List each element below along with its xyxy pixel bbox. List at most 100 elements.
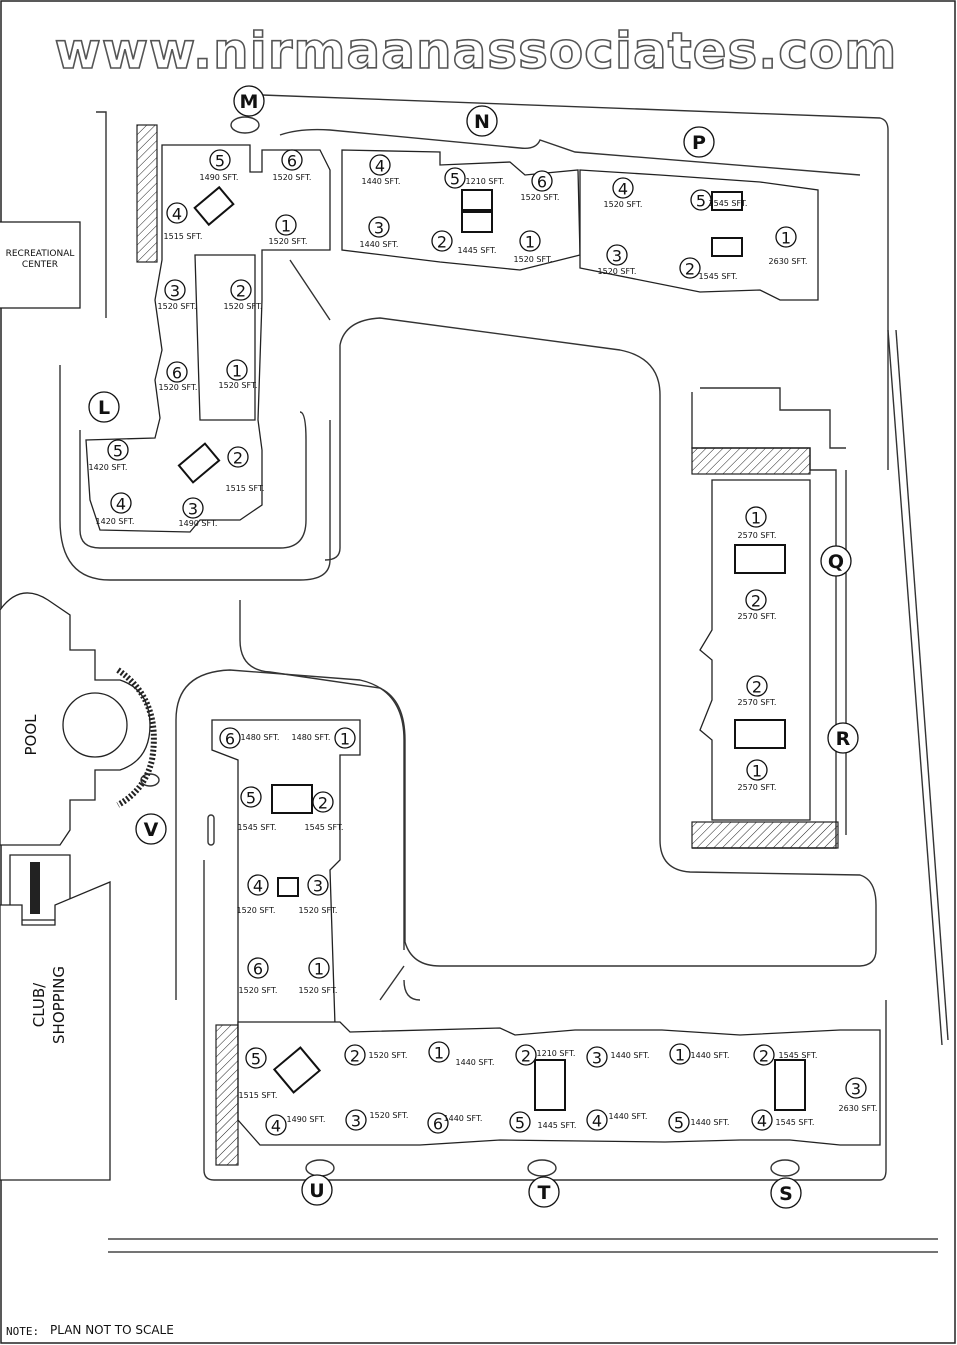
building-footprints bbox=[85, 144, 881, 1146]
unit-number-circle bbox=[245, 1047, 267, 1069]
unit-number-circle bbox=[312, 791, 334, 813]
unit-area: 1490 SFT. bbox=[200, 173, 239, 182]
unit-number: 1 bbox=[232, 362, 242, 381]
unit-number: 5 bbox=[215, 152, 225, 171]
unit-number: 1 bbox=[525, 233, 535, 252]
unit-area: 1440 SFT. bbox=[609, 1112, 648, 1121]
unit-number: 4 bbox=[271, 1117, 281, 1136]
block-circle bbox=[827, 722, 859, 754]
unit-number-circle bbox=[247, 957, 269, 979]
watermark: www.nirmaanassociates.com bbox=[55, 22, 898, 80]
unit-number-circle bbox=[431, 230, 453, 252]
unit-area: 2570 SFT. bbox=[738, 531, 777, 540]
unit-number-circle bbox=[679, 257, 701, 279]
block-label-l: L bbox=[88, 391, 120, 423]
unit-area: 1545 SFT. bbox=[238, 823, 277, 832]
unit-area: 1210 SFT. bbox=[466, 177, 505, 186]
unit-area: 1520 SFT. bbox=[219, 381, 258, 390]
unit-area: 1420 SFT. bbox=[96, 517, 135, 526]
unit-number-circle bbox=[845, 1077, 867, 1099]
unit-area: 1520 SFT. bbox=[514, 255, 553, 264]
unit-number: 2 bbox=[236, 282, 246, 301]
unit-number: 6 bbox=[433, 1115, 443, 1134]
unit-area: 1440 SFT. bbox=[444, 1114, 483, 1123]
unit-n-6: 1 1520 SFT. bbox=[514, 230, 553, 264]
unit-number-circle bbox=[428, 1041, 450, 1063]
unit-number: 3 bbox=[170, 282, 180, 301]
unit-number-circle bbox=[209, 149, 231, 171]
unit-number: 2 bbox=[685, 260, 695, 279]
unit-area: 1545 SFT. bbox=[779, 1051, 818, 1060]
block-letter: N bbox=[474, 111, 490, 133]
unit-number-circle bbox=[240, 786, 262, 808]
recreational-center-label-1: RECREATIONAL bbox=[6, 249, 75, 259]
unit-number: 1 bbox=[281, 217, 291, 236]
unit-number: 5 bbox=[696, 192, 706, 211]
unit-number-circle bbox=[166, 202, 188, 224]
unit-area: 1545 SFT. bbox=[776, 1118, 815, 1127]
unit-area: 1440 SFT. bbox=[362, 177, 401, 186]
unit-number: 3 bbox=[851, 1080, 861, 1099]
unit-area: 1490 SFT. bbox=[179, 519, 218, 528]
unit-number: 1 bbox=[675, 1046, 685, 1065]
block-letter: T bbox=[538, 1182, 551, 1204]
unit-area: 1440 SFT. bbox=[456, 1058, 495, 1067]
unit-number-circle bbox=[751, 1109, 773, 1131]
block-label-v: V bbox=[135, 813, 167, 845]
unit-number: 2 bbox=[233, 449, 243, 468]
recreational-center: RECREATIONAL CENTER bbox=[0, 221, 81, 309]
block-label-p: P bbox=[683, 126, 715, 158]
unit-number: 5 bbox=[246, 789, 256, 808]
block-label-n: N bbox=[466, 105, 498, 137]
unit-number-circle bbox=[669, 1043, 691, 1065]
block-circle bbox=[233, 85, 265, 117]
unit-area: 2570 SFT. bbox=[738, 612, 777, 621]
unit-area: 1515 SFT. bbox=[239, 1091, 278, 1100]
unit-number: 3 bbox=[313, 877, 323, 896]
unit-number-circle bbox=[745, 506, 767, 528]
unit-area: 1480 SFT. bbox=[292, 733, 331, 742]
unit-number: 1 bbox=[781, 229, 791, 248]
unit-area: 1445 SFT. bbox=[538, 1121, 577, 1130]
club-shopping: CLUB/ SHOPPING bbox=[0, 881, 111, 1181]
block-letter: P bbox=[692, 132, 706, 154]
unit-number-circle bbox=[444, 167, 466, 189]
note-label: NOTE: bbox=[6, 1325, 39, 1338]
unit-number: 2 bbox=[751, 592, 761, 611]
unit-area: 1440 SFT. bbox=[360, 240, 399, 249]
unit-number-circle bbox=[265, 1114, 287, 1136]
unit-v-3: 5 1545 SFT. bbox=[238, 786, 277, 832]
unit-number-circle bbox=[275, 214, 297, 236]
unit-number: 3 bbox=[612, 247, 622, 266]
unit-number-circle bbox=[334, 727, 356, 749]
unit-area: 1440 SFT. bbox=[691, 1118, 730, 1127]
unit-number-circle bbox=[219, 727, 241, 749]
unit-area: 1520 SFT. bbox=[159, 383, 198, 392]
unit-area: 1520 SFT. bbox=[269, 237, 308, 246]
unit-number-circle bbox=[427, 1112, 449, 1134]
unit-number: 1 bbox=[434, 1044, 444, 1063]
block-label-t: T bbox=[528, 1176, 560, 1208]
